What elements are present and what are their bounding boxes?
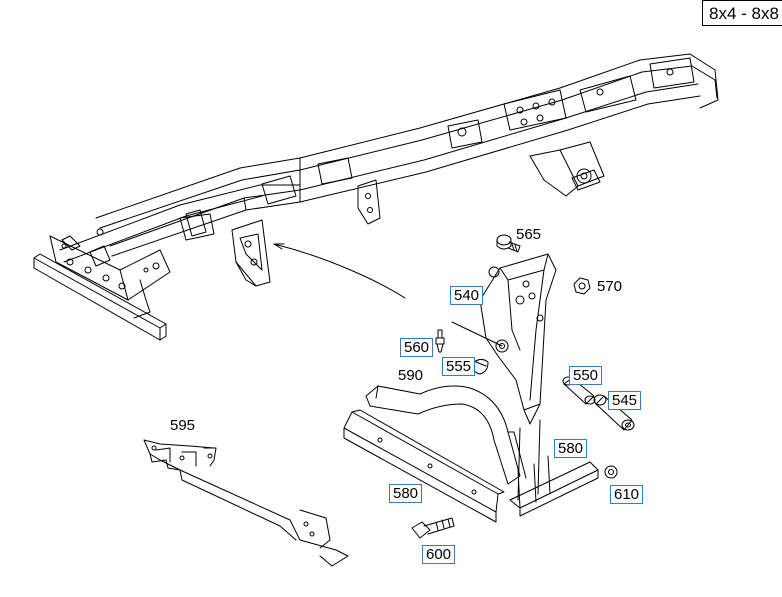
angle-rail-580-right bbox=[509, 419, 599, 517]
pointer-arrowhead bbox=[273, 243, 285, 250]
part-label-565[interactable]: 565 bbox=[516, 226, 542, 243]
grease-nipple-560 bbox=[435, 329, 445, 353]
part-label-555[interactable]: 555 bbox=[442, 357, 476, 376]
part-label-595[interactable]: 595 bbox=[170, 417, 196, 434]
variant-tag: 8x4 - 8x8 bbox=[702, 0, 782, 26]
pointer-arrow bbox=[273, 243, 406, 299]
chassis-frame bbox=[33, 53, 719, 341]
spring-seat-590 bbox=[365, 385, 527, 485]
part-label-580-right[interactable]: 580 bbox=[554, 439, 588, 458]
part-label-545[interactable]: 545 bbox=[608, 391, 642, 410]
bolt-600 bbox=[411, 517, 455, 539]
angle-rail-580 bbox=[343, 409, 505, 523]
part-label-560[interactable]: 560 bbox=[400, 338, 434, 357]
part-label-550[interactable]: 550 bbox=[569, 366, 603, 385]
part-label-610[interactable]: 610 bbox=[610, 485, 644, 504]
bracket-540 bbox=[451, 253, 557, 425]
nut-570 bbox=[573, 277, 591, 295]
part-label-570[interactable]: 570 bbox=[597, 278, 623, 295]
washer-610 bbox=[604, 465, 618, 479]
part-label-590[interactable]: 590 bbox=[398, 367, 424, 384]
part-label-580-left[interactable]: 580 bbox=[389, 484, 423, 503]
part-label-600[interactable]: 600 bbox=[422, 545, 456, 564]
bushing-545 bbox=[593, 394, 635, 431]
bolt-565 bbox=[496, 234, 521, 253]
part-label-540[interactable]: 540 bbox=[450, 286, 484, 305]
plate-595 bbox=[143, 439, 349, 567]
